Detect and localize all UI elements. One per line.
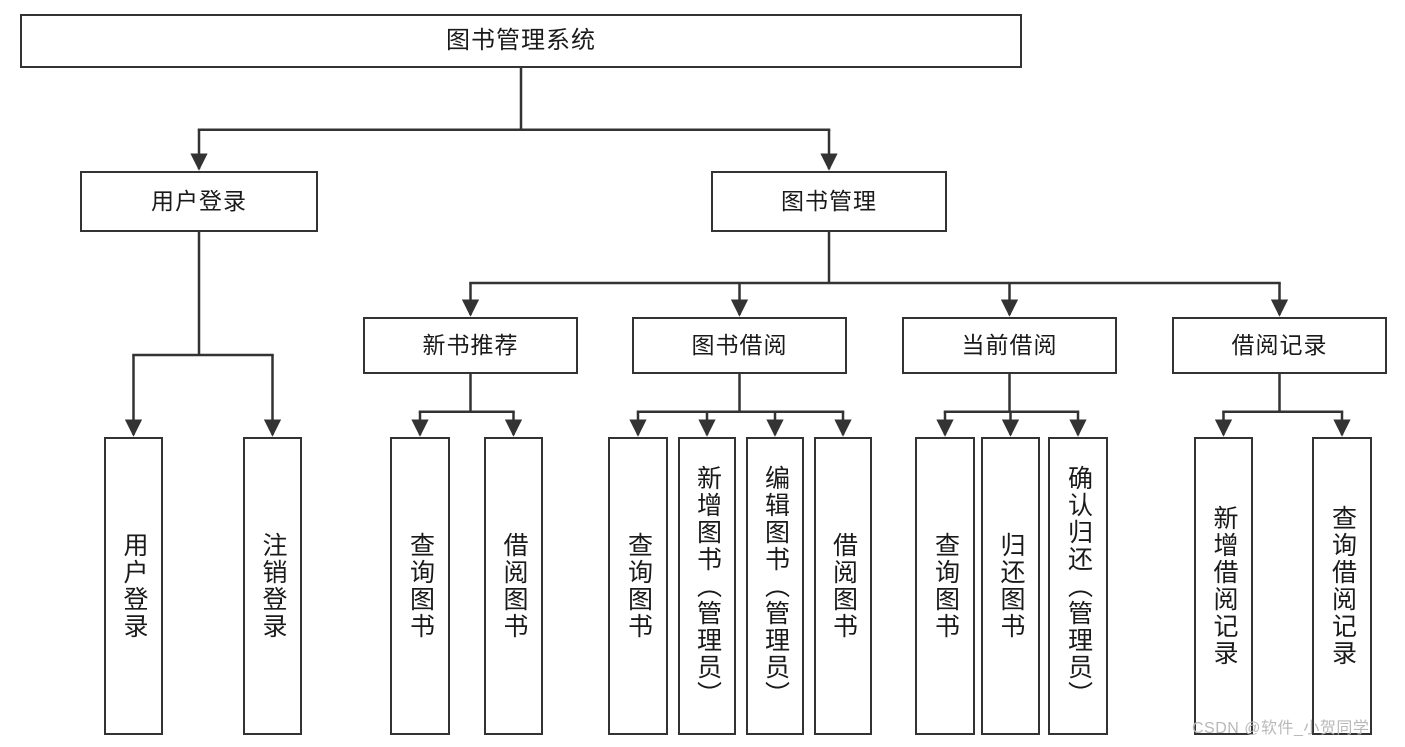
- node-borrow[interactable]: 图书借阅: [632, 317, 847, 374]
- node-label: 借阅图书: [829, 532, 858, 640]
- node-leaf7[interactable]: 编辑图书（管理员）: [746, 437, 804, 735]
- node-label: 查询图书: [931, 532, 960, 640]
- node-current[interactable]: 当前借阅: [902, 317, 1117, 374]
- node-label: 图书管理: [781, 187, 877, 214]
- node-leaf2[interactable]: 注销登录: [243, 437, 302, 735]
- node-leaf3[interactable]: 查询图书: [390, 437, 450, 735]
- node-label: 注销登录: [259, 532, 287, 640]
- node-label: 查询借阅记录: [1328, 505, 1357, 667]
- csdn-watermark: CSDN @软件_小贺同学: [1192, 720, 1370, 737]
- node-leaf10[interactable]: 归还图书: [981, 437, 1040, 735]
- node-leaf5[interactable]: 查询图书: [608, 437, 668, 735]
- node-label: 借阅记录: [1231, 331, 1328, 358]
- node-label: 新增图书（管理员）: [693, 464, 722, 708]
- node-leaf8[interactable]: 借阅图书: [814, 437, 872, 735]
- node-leaf9[interactable]: 查询图书: [915, 437, 975, 735]
- node-newbook[interactable]: 新书推荐: [363, 317, 578, 374]
- node-label: 用户登录: [120, 532, 148, 640]
- node-leaf13[interactable]: 查询借阅记录: [1312, 437, 1372, 735]
- node-records[interactable]: 借阅记录: [1172, 317, 1387, 374]
- node-login[interactable]: 用户登录: [80, 171, 318, 232]
- node-label: 编辑图书（管理员）: [761, 464, 790, 708]
- node-label: 图书借阅: [691, 331, 788, 358]
- node-label: 确认归还（管理员）: [1064, 464, 1093, 708]
- node-label: 新增借阅记录: [1210, 505, 1238, 667]
- node-leaf12[interactable]: 新增借阅记录: [1194, 437, 1253, 735]
- node-leaf11[interactable]: 确认归还（管理员）: [1048, 437, 1108, 735]
- node-root[interactable]: 图书管理系统: [20, 14, 1022, 68]
- node-label: 查询图书: [624, 532, 653, 640]
- node-label: 新书推荐: [422, 331, 519, 358]
- node-leaf1[interactable]: 用户登录: [104, 437, 163, 735]
- node-label: 借阅图书: [500, 532, 528, 640]
- node-bookmgmt[interactable]: 图书管理: [711, 171, 947, 232]
- node-label: 当前借阅: [961, 331, 1058, 358]
- node-label: 图书管理系统: [446, 26, 596, 54]
- node-leaf6[interactable]: 新增图书（管理员）: [678, 437, 736, 735]
- node-label: 用户登录: [151, 187, 247, 214]
- node-label: 归还图书: [997, 532, 1025, 640]
- node-label: 查询图书: [406, 532, 435, 640]
- node-leaf4[interactable]: 借阅图书: [484, 437, 543, 735]
